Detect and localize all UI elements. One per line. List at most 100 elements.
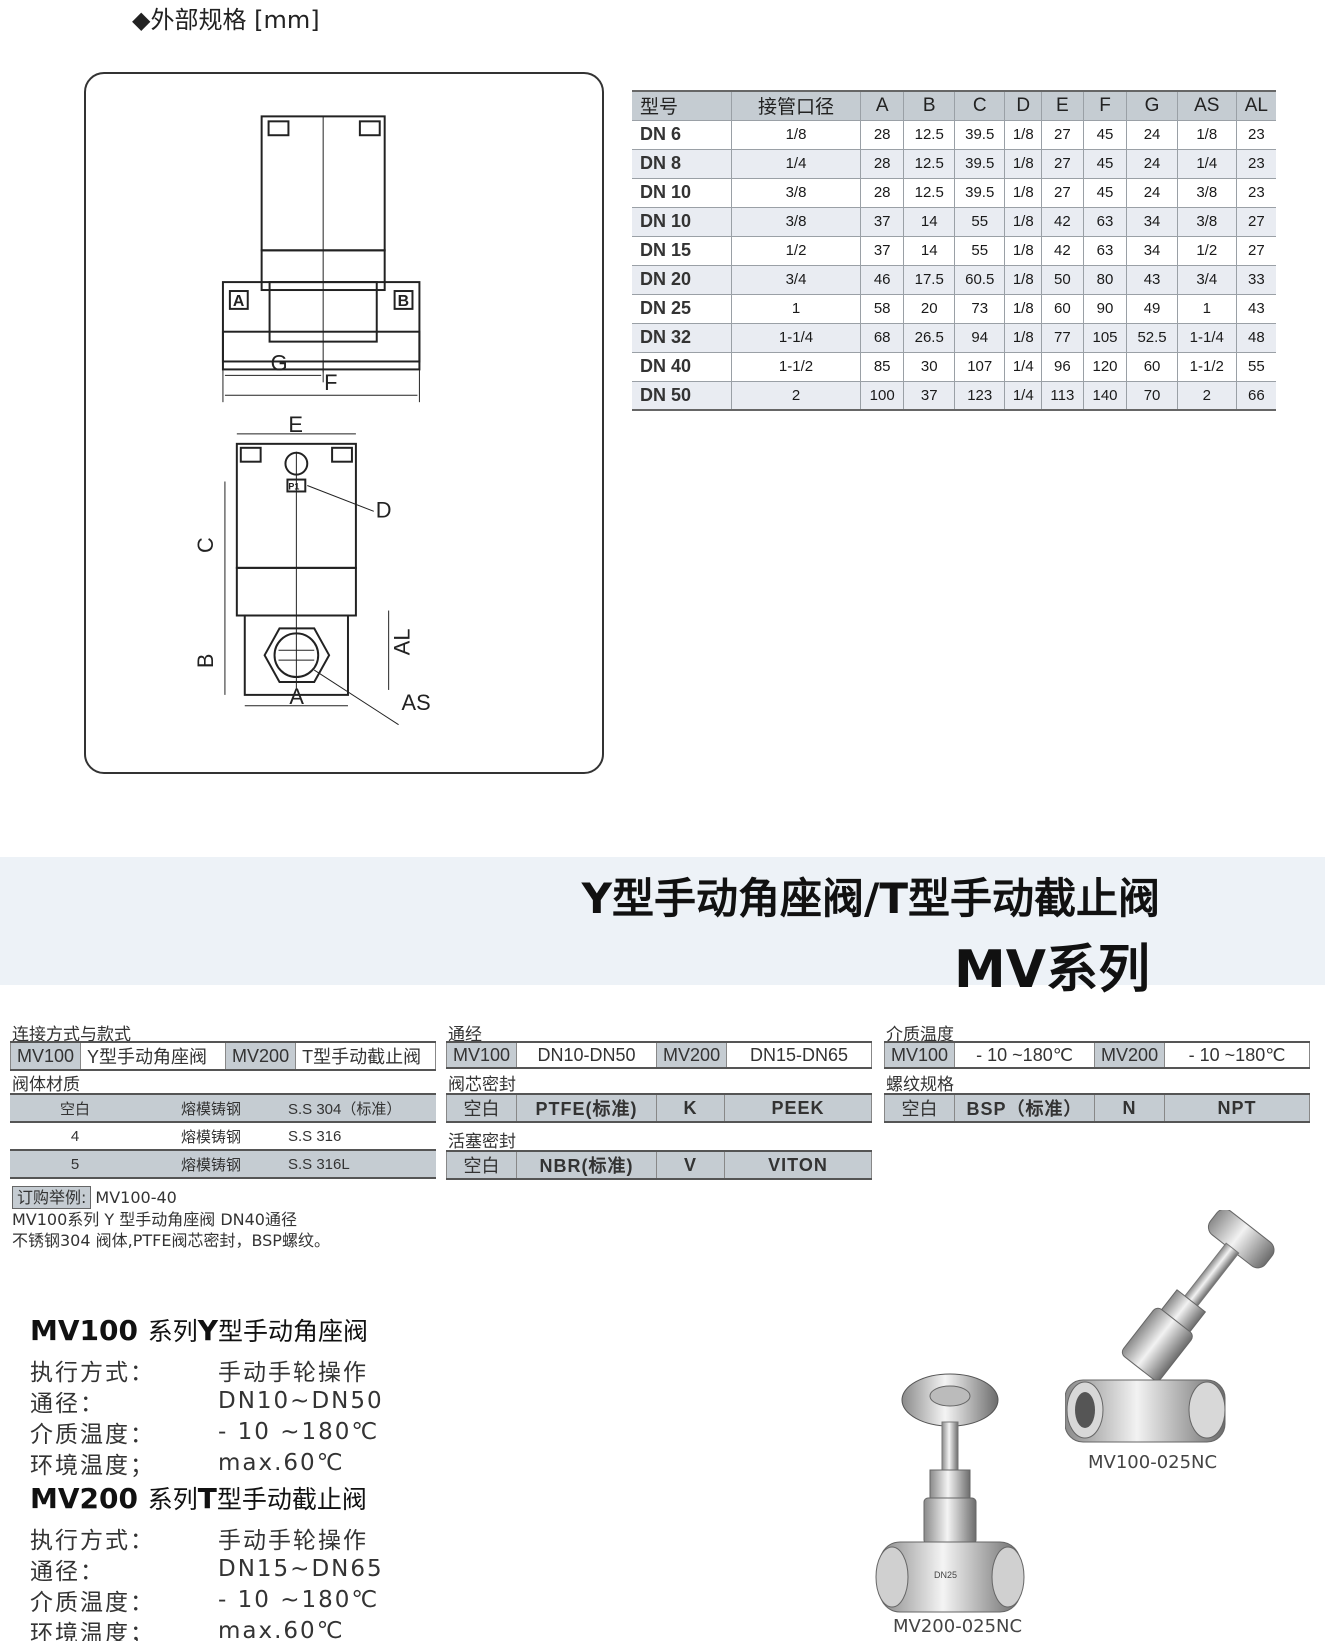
dimensions-cell: 23 (1236, 120, 1276, 150)
dimensions-cell: 24 (1126, 178, 1178, 208)
label-b: B (193, 654, 218, 669)
dimensions-cell: 14 (903, 207, 955, 237)
dimensions-cell: 1/2 (731, 236, 861, 266)
dimensions-cell: 123 (954, 381, 1006, 411)
dimensions-cell: 1/4 (731, 149, 861, 179)
spec-mv100-key-2: 通径： (30, 1390, 105, 1417)
thread-code-1: 空白 (884, 1093, 955, 1123)
dimensions-cell: 28 (860, 149, 905, 179)
label-g: G (271, 350, 288, 375)
dimensions-cell: 43 (1126, 265, 1178, 295)
dimensions-cell: 1-1/4 (731, 323, 861, 353)
spec-mv100-key-4: 环境温度； (30, 1452, 155, 1479)
bore-range-1: DN10-DN50 (516, 1041, 658, 1069)
dimensions-cell: DN 20 (632, 265, 733, 295)
mv100-caption: MV100-025NC (1088, 1452, 1218, 1473)
dimensions-cell: 100 (860, 381, 905, 411)
dimensions-cell: 85 (860, 352, 905, 382)
col-e: E (1041, 90, 1084, 121)
dimensions-cell: 55 (954, 207, 1006, 237)
core-seal-material-1: PTFE(标准) (516, 1093, 657, 1123)
dimensions-cell: 48 (1236, 323, 1276, 353)
spec-mv200-val-3: - 10 ~180℃ (218, 1586, 380, 1613)
spec-mv100-model: MV100 (30, 1314, 138, 1347)
dimensions-cell: 120 (1083, 352, 1128, 382)
dimensions-cell: 66 (1236, 381, 1276, 411)
dimensions-cell: 37 (860, 207, 905, 237)
dimensions-cell: 45 (1083, 120, 1128, 150)
col-as: AS (1177, 90, 1237, 121)
dimensions-cell: 49 (1126, 294, 1178, 324)
mv100-valve-image (1065, 1210, 1275, 1443)
dimensions-cell: 105 (1083, 323, 1128, 353)
spec-mv100: MV100 系列Y型手动角座阀 执行方式：手动手轮操作 通径：DN10~DN50… (30, 1312, 384, 1479)
spec-mv200-model: MV200 (30, 1482, 138, 1515)
dimensions-cell: 1/8 (1004, 178, 1043, 208)
dimensions-cell: 80 (1083, 265, 1128, 295)
title-banner: Y型手动角座阀/T型手动截止阀 MV系列 (0, 857, 1325, 1000)
piston-seal-material-1: NBR(标准) (516, 1150, 657, 1180)
col-c: C (954, 90, 1006, 121)
dimensions-cell: 43 (1236, 294, 1276, 324)
thread-type-1: BSP（标准） (954, 1093, 1095, 1123)
col-al: AL (1236, 90, 1276, 121)
label-p1: P1 (288, 481, 299, 491)
connection-code-1: MV100 (9, 1041, 82, 1071)
product-title: Y型手动角座阀/T型手动截止阀 (581, 874, 1160, 923)
dimensions-cell: 50 (1041, 265, 1084, 295)
dimensions-cell: DN 32 (632, 323, 733, 353)
connection-type-2: T型手动截止阀 (295, 1041, 436, 1071)
dimensions-cell: 17.5 (903, 265, 955, 295)
spec-mv200-val-1: 手动手轮操作 (218, 1527, 368, 1554)
dimensions-cell: 1-1/2 (1177, 352, 1237, 382)
core-seal-code-1: 空白 (446, 1093, 517, 1123)
bore-table: MV100 DN10-DN50 MV200 DN15-DN65 (445, 1041, 872, 1069)
core-seal-title: 阀芯密封 (448, 1075, 516, 1095)
body-material-cell: 4 (10, 1121, 140, 1151)
dimensions-cell: 58 (860, 294, 905, 324)
dimensions-cell: DN 15 (632, 236, 733, 266)
body-material-cell: 熔模铸钢 (140, 1093, 282, 1123)
dimensions-cell: 26.5 (903, 323, 955, 353)
dimensions-cell: 1-1/2 (731, 352, 861, 382)
dimensions-cell: 1/4 (1177, 149, 1237, 179)
dimensions-cell: 90 (1083, 294, 1128, 324)
dimensions-cell: 1/8 (731, 120, 861, 150)
spec-mv200-series-word: 系列 (147, 1485, 198, 1514)
dimensions-cell: 55 (954, 236, 1006, 266)
core-seal-table: 空白 PTFE(标准) K PEEK (446, 1093, 872, 1123)
dimensions-cell: 2 (731, 381, 861, 411)
dimensions-cell: DN 50 (632, 381, 733, 411)
dimensions-cell: 46 (860, 265, 905, 295)
dimensions-cell: 113 (1041, 381, 1084, 411)
spec-mv200-type-name: 型手动截止阀 (216, 1485, 367, 1514)
thread-code-2: N (1094, 1093, 1165, 1123)
dimensions-cell: 94 (954, 323, 1006, 353)
label-port-b: B (398, 293, 409, 310)
media-temp-table: MV100 - 10 ~180℃ MV200 - 10 ~180℃ (883, 1041, 1310, 1069)
body-material-cell: 5 (10, 1149, 140, 1179)
spec-mv200-key-3: 介质温度： (30, 1589, 155, 1616)
dimensions-cell: 27 (1236, 207, 1276, 237)
connection-table: MV100 Y型手动角座阀 MV200 T型手动截止阀 (9, 1041, 436, 1071)
dimensions-cell: 27 (1041, 149, 1084, 179)
dimensions-cell: 24 (1126, 149, 1178, 179)
dimensions-cell: DN 6 (632, 120, 733, 150)
dimensions-cell: 28 (860, 120, 905, 150)
bore-title: 通经 (448, 1025, 482, 1045)
col-f: F (1083, 90, 1128, 121)
piston-seal-table: 空白 NBR(标准) V VITON (446, 1150, 872, 1180)
technical-drawing: A B G F E P1 D C B AL A AS (84, 72, 604, 774)
dimensions-cell: 3/8 (1177, 178, 1237, 208)
dimensions-cell: 3/4 (731, 265, 861, 295)
mv200-body-marking: DN25 (934, 1570, 957, 1580)
